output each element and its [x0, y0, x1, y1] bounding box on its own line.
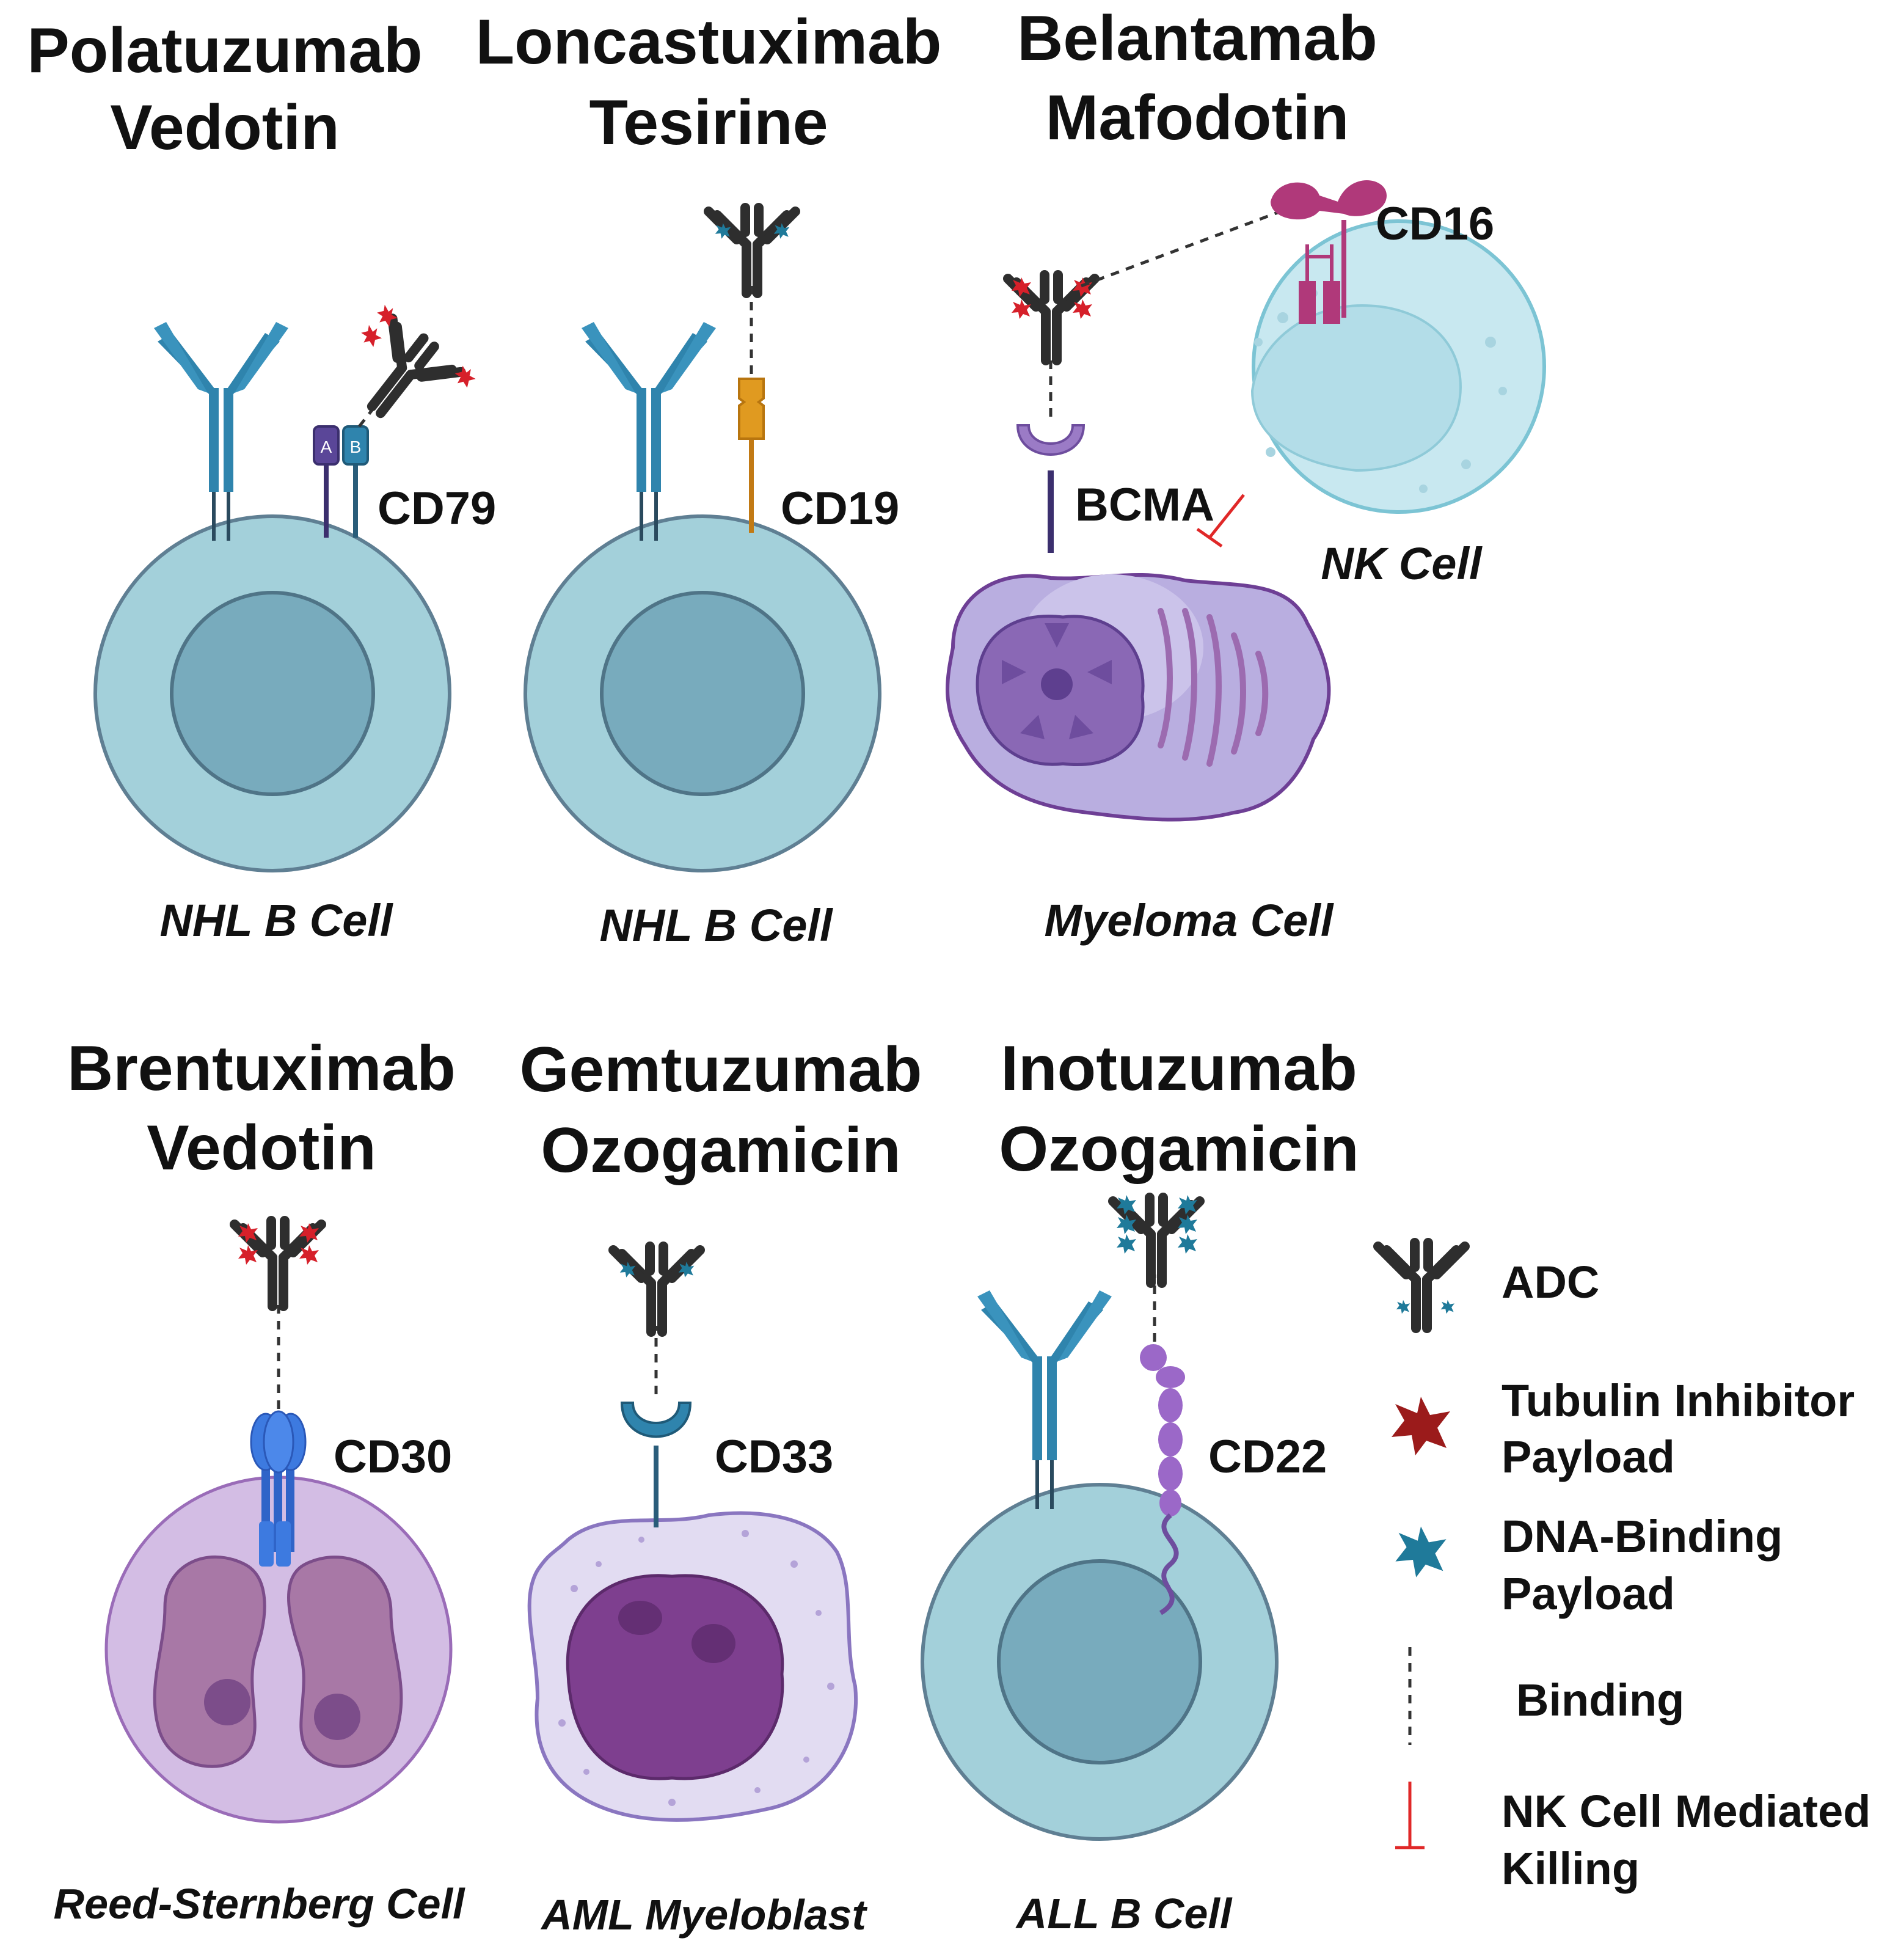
title-gemtuzumab: Gemtuzumab Ozogamicin [520, 1034, 922, 1186]
adc-antibody [235, 1221, 321, 1306]
title-line2: Vedotin [147, 1113, 376, 1183]
legend-nk-kill-icon [1395, 1782, 1425, 1849]
nucleus-lobe-left [153, 1555, 266, 1768]
legend-nk-line1: NK Cell Mediated [1501, 1786, 1870, 1837]
cd79a-letter: A [321, 437, 332, 456]
b-cell-receptor-antibody [977, 1290, 1112, 1509]
legend-binding-label: Binding [1516, 1675, 1684, 1725]
legend-nk-line2: Killing [1501, 1843, 1640, 1894]
tubulin-payload-icon [1392, 1397, 1450, 1455]
antigen-label: CD79 [378, 483, 496, 535]
legend-dna-line2: Payload [1501, 1568, 1675, 1619]
nk-cell-label: NK Cell [1321, 538, 1483, 589]
cell-label: NHL B Cell [599, 900, 833, 951]
dna-payload-icon [1117, 1234, 1136, 1254]
title-line1: Polatuzumab [27, 15, 422, 86]
cd79b-subunit [342, 425, 369, 466]
cd33-receptor [620, 1402, 692, 1527]
cell-label: AML Myeloblast [540, 1891, 867, 1939]
title-brentuximab: Brentuximab Vedotin [67, 1033, 456, 1183]
panel-gemtuzumab: CD33 AML Myeloblast [527, 1246, 867, 1939]
cell-label: NHL B Cell [159, 895, 393, 946]
title-belantamab: Belantamab Mafodotin [1017, 3, 1377, 153]
cytoplasm-granules [558, 1530, 834, 1806]
adc-antibody [1008, 275, 1095, 360]
antigen-label: BCMA [1075, 479, 1214, 531]
panel-belantamab: BCMA CD16 NK Cell Myeloma Cell [946, 180, 1546, 946]
adc-antibody [613, 1246, 700, 1332]
nucleolus [204, 1679, 250, 1725]
title-line1: Belantamab [1017, 3, 1377, 74]
legend-adc-icon [1378, 1243, 1465, 1328]
title-polatuzumab: Polatuzumab Vedotin [27, 15, 422, 163]
title-line2: Ozogamicin [541, 1115, 900, 1186]
cd30-receptor [250, 1410, 307, 1567]
panel-inotuzumab: CD22 ALL B Cell [922, 1195, 1327, 1937]
dna-payload-icon [1440, 1300, 1454, 1314]
nucleolus [314, 1694, 360, 1740]
nucleolus [618, 1601, 662, 1635]
dna-payload-icon [1396, 1300, 1410, 1314]
title-line1: Brentuximab [67, 1033, 456, 1104]
title-line2: Mafodotin [1046, 82, 1349, 153]
cell-label: Reed-Sternberg Cell [54, 1880, 465, 1928]
title-line2: Vedotin [110, 92, 340, 163]
adc-antibody [709, 208, 795, 293]
b-cell-receptor-antibody [154, 322, 288, 541]
cd16-label: CD16 [1376, 198, 1494, 250]
legend-tubulin-line1: Tubulin Inhibitor [1501, 1375, 1855, 1426]
adc-antibody [1113, 1195, 1200, 1283]
legend: ADC Tubulin Inhibitor Payload DNA-Bindin… [1378, 1243, 1870, 1894]
title-inotuzumab: Inotuzumab Ozogamicin [999, 1033, 1359, 1185]
antigen-label: CD30 [334, 1431, 452, 1483]
title-loncastuximab: Loncastuximab Tesirine [476, 7, 942, 158]
binding-line [1081, 208, 1285, 288]
panel-loncastuximab: CD19 NHL B Cell [525, 208, 899, 951]
nhl-b-cell [525, 516, 880, 871]
cd79-receptor: A B [313, 425, 369, 538]
panel-polatuzumab: A B CD79 NHL B Cell [95, 302, 496, 946]
aml-nucleus [566, 1574, 784, 1780]
cd79b-letter: B [350, 437, 362, 456]
all-b-cell [922, 1485, 1277, 1839]
nk-killing-mark [1196, 494, 1245, 548]
adc-antibody [330, 302, 479, 446]
cd16-receptor [1271, 180, 1387, 324]
legend-tubulin-line2: Payload [1501, 1432, 1675, 1482]
dna-payload-icon [1178, 1234, 1197, 1254]
antigen-label: CD22 [1208, 1431, 1327, 1483]
b-cell-receptor-antibody [582, 322, 716, 541]
cell-label: Myeloma Cell [1045, 895, 1334, 946]
title-line1: Gemtuzumab [520, 1034, 922, 1105]
panel-brentuximab: CD30 Reed-Sternberg Cell [54, 1221, 465, 1928]
antigen-label: CD19 [781, 483, 899, 535]
title-line1: Inotuzumab [1001, 1033, 1357, 1104]
dna-binding-payload-icon [1395, 1526, 1447, 1578]
endoplasmic-reticulum [1158, 608, 1269, 767]
tubulin-payload-icon [357, 322, 385, 350]
bcma-receptor [1016, 424, 1086, 553]
nhl-b-cell [95, 516, 450, 871]
cd16-domains [1271, 180, 1387, 220]
cd79a-subunit [313, 425, 340, 466]
title-line2: Tesirine [589, 87, 828, 158]
legend-adc-label: ADC [1501, 1257, 1599, 1307]
antigen-label: CD33 [715, 1431, 833, 1483]
cell-label: ALL B Cell [1015, 1890, 1233, 1937]
cd22-receptor [1140, 1344, 1185, 1615]
title-line2: Ozogamicin [999, 1114, 1359, 1185]
title-line1: Loncastuximab [476, 7, 942, 78]
nucleolus [691, 1624, 735, 1663]
cd19-receptor [738, 378, 765, 533]
legend-dna-line1: DNA-Binding [1501, 1511, 1782, 1562]
